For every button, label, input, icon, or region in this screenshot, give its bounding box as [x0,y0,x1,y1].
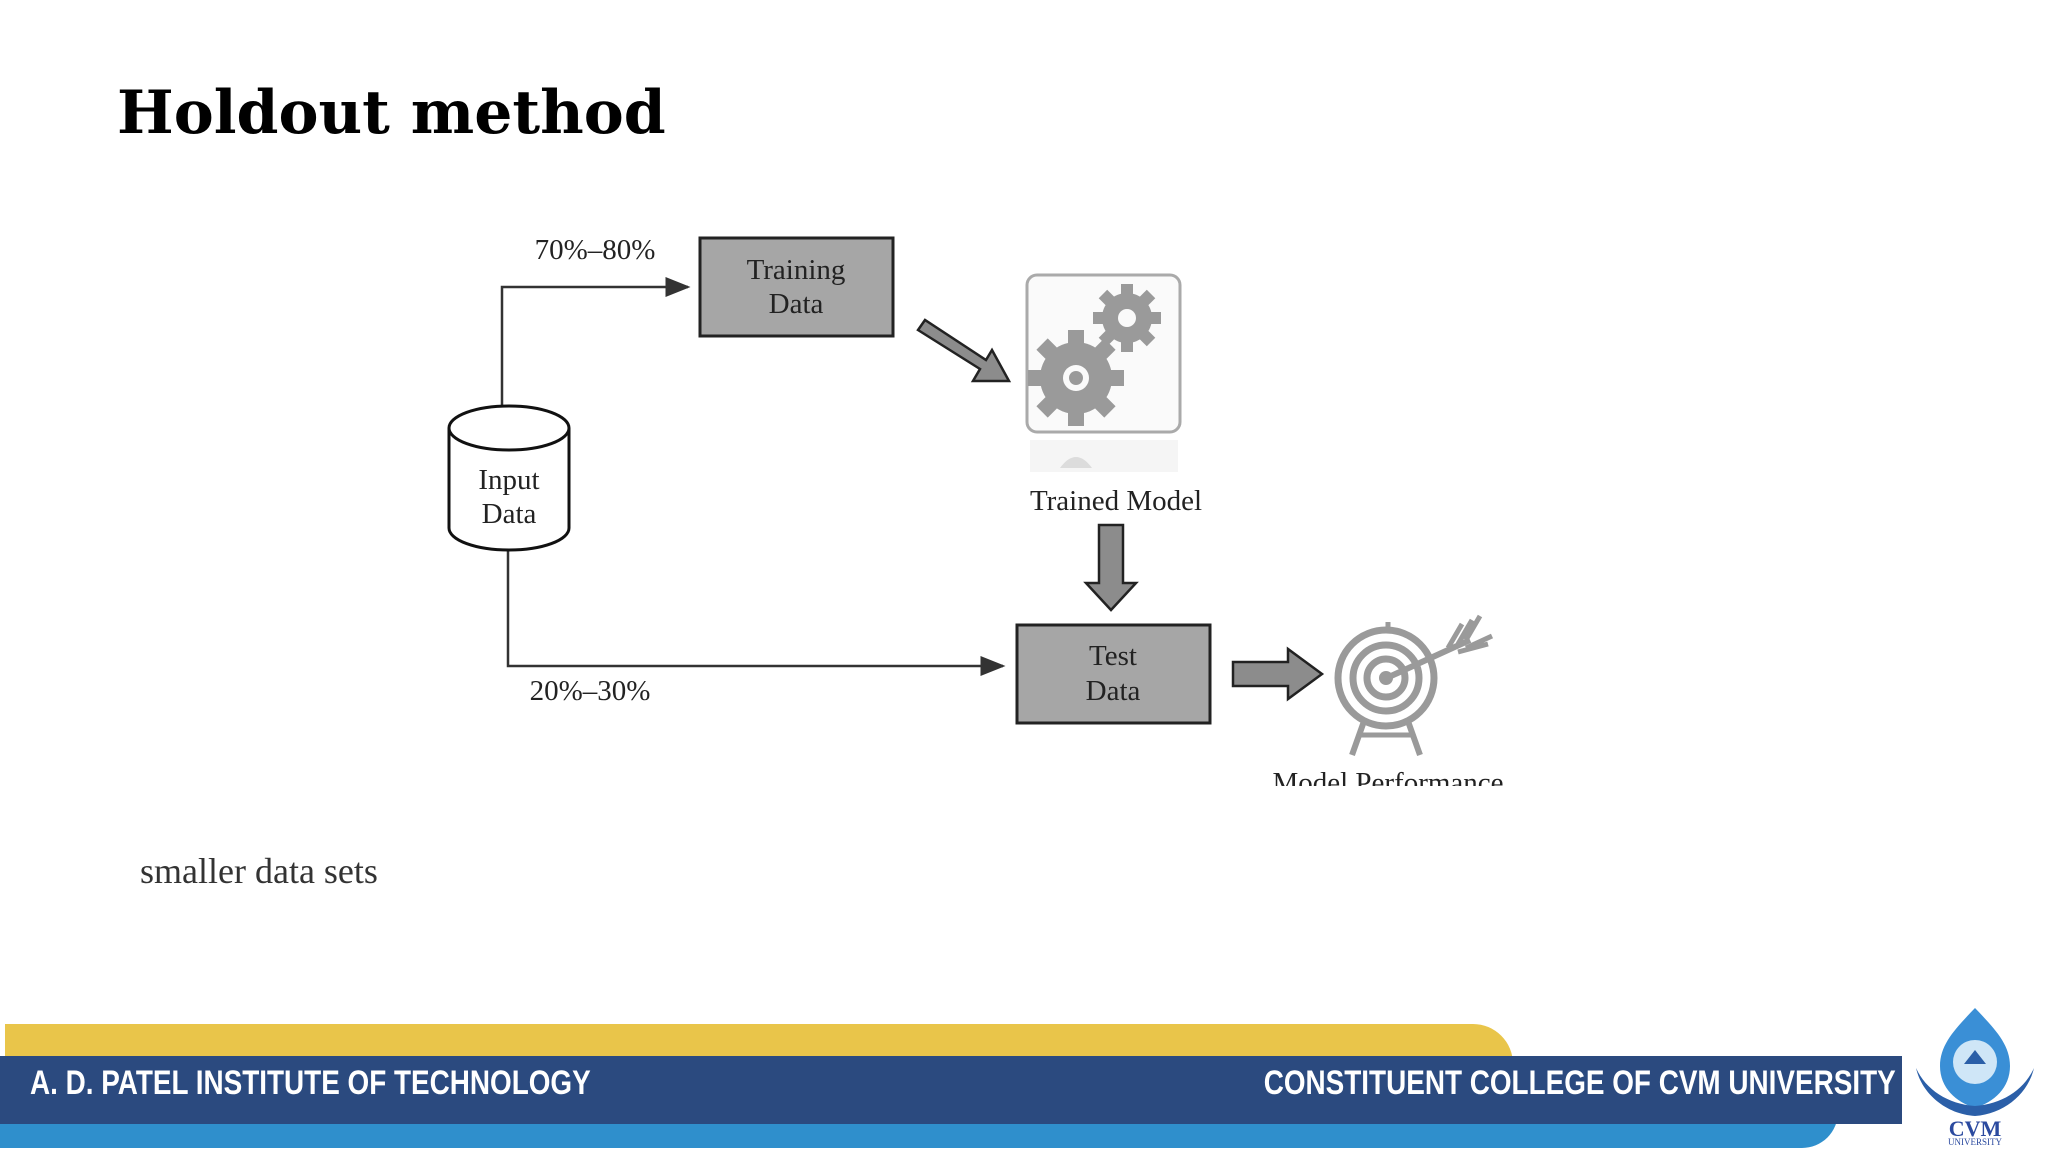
test-connector [506,550,1006,676]
test-data-label-line1: Test [1089,640,1137,672]
target-icon [1334,614,1494,757]
institute-name: A. D. PATEL INSTITUTE OF TECHNOLOGY [30,1064,591,1102]
input-data-label-line2: Data [482,498,537,530]
input-data-cylinder: Input Data [447,404,571,552]
training-to-model-arrow [916,318,1012,383]
footer-navy-band [0,1056,1902,1124]
training-data-label-line2: Data [769,288,824,320]
logo-text: CVM [1949,1116,2002,1141]
input-data-label-line1: Input [478,464,539,496]
cvm-university-logo: CVM UNIVERSITY [1916,1008,2034,1146]
model-to-test-arrow [1083,523,1139,612]
test-to-performance-arrow [1231,646,1325,702]
test-data-box: Test Data [1015,623,1212,725]
training-data-label-line1: Training [747,254,846,286]
trained-model-gears-icon [1025,273,1182,472]
test-split-label: 20%–30% [530,675,651,707]
slide-title: Holdout method [117,78,666,148]
train-split-label: 70%–80% [535,234,656,266]
logo-subtext: UNIVERSITY [1948,1137,2002,1146]
training-data-box: Training Data [698,236,895,338]
college-name: CONSTITUENT COLLEGE OF CVM UNIVERSITY [1264,1064,1896,1102]
body-text: smaller data sets [140,851,378,891]
trained-model-label: Trained Model [1030,485,1202,517]
train-connector [500,277,691,405]
test-data-label-line2: Data [1086,675,1141,707]
